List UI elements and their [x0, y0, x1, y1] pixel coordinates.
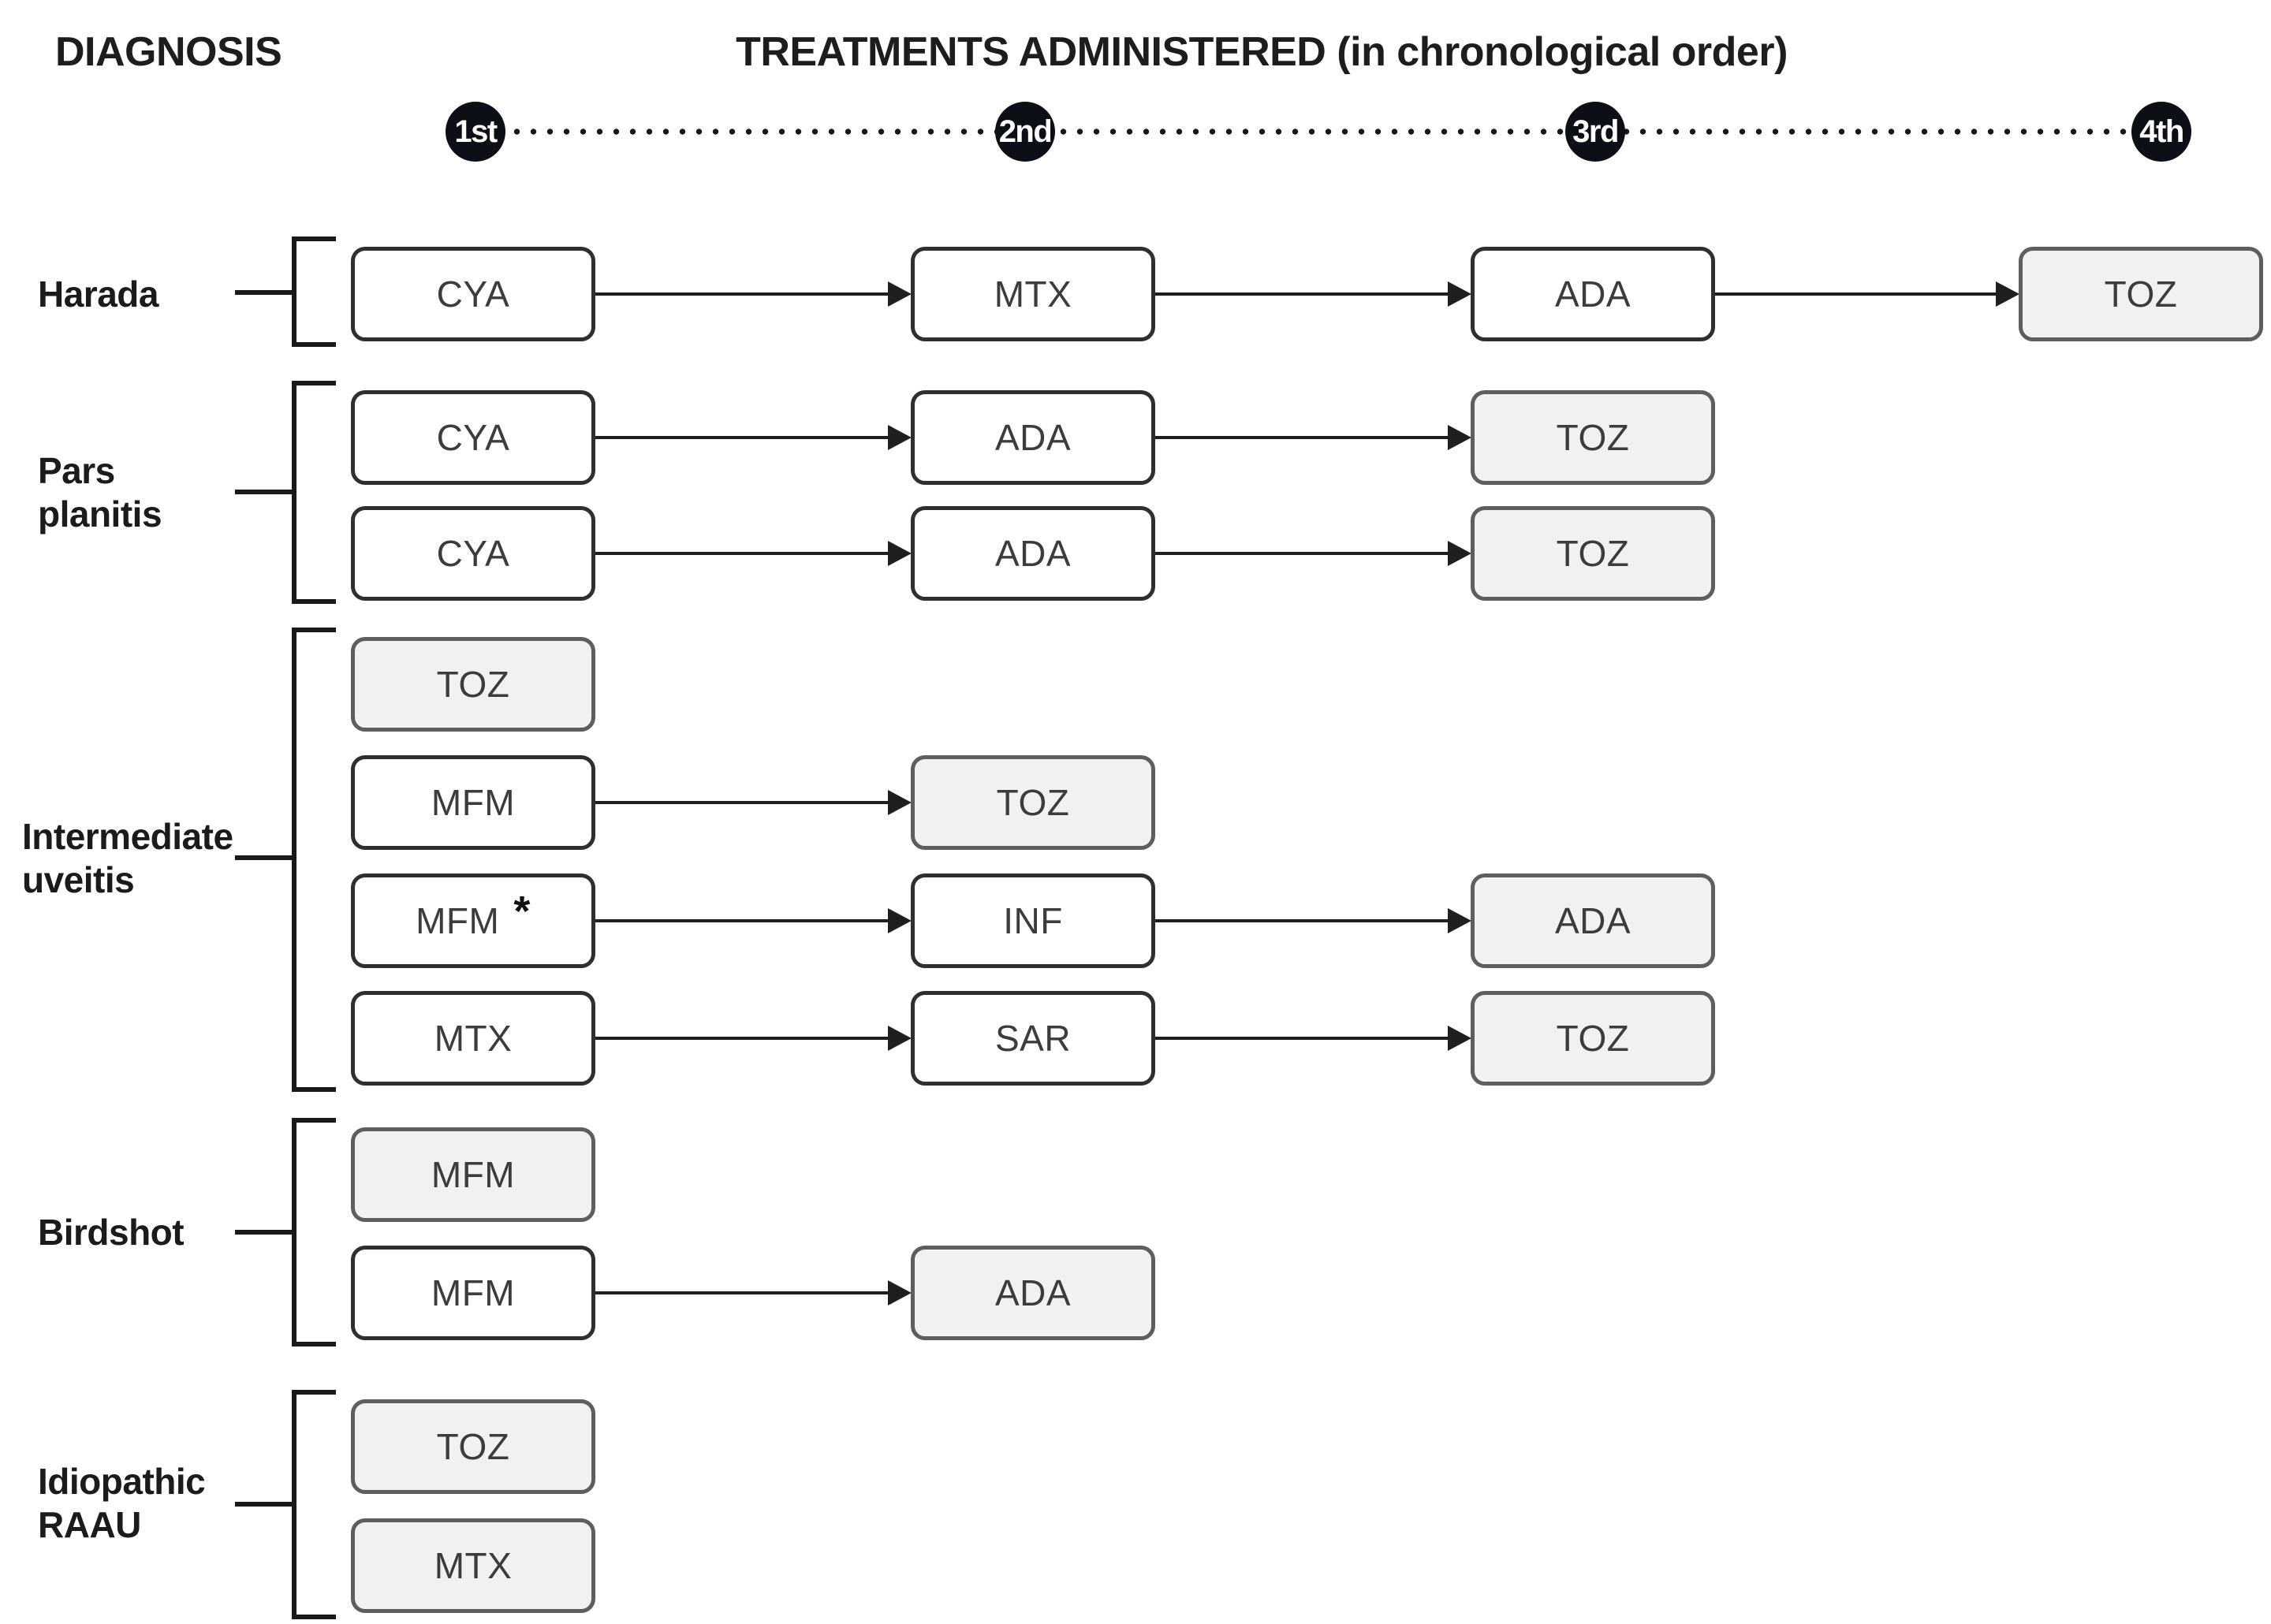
label-connector-idiopathic-raau	[235, 1502, 292, 1507]
arrow-intermediate-r4-1	[595, 1026, 912, 1051]
box-intermediate-r3-ada: ADA	[1471, 873, 1715, 968]
timeline-step-2: 2nd	[995, 102, 1055, 162]
box-birdshot-r1-mfm: MFM	[351, 1127, 595, 1222]
box-intermediate-r3-inf: INF	[911, 873, 1155, 968]
arrow-pars-r2-2	[1155, 541, 1471, 566]
arrow-pars-r2-1	[595, 541, 912, 566]
group-label-pars-planitis: Pars planitis	[38, 450, 162, 535]
arrow-harada-r1-1	[595, 281, 912, 307]
box-harada-r1-cya: CYA	[351, 247, 595, 341]
arrow-birdshot-r2-1	[595, 1280, 912, 1306]
box-pars-r1-ada: ADA	[911, 390, 1155, 485]
group-bracket-idiopathic-raau	[292, 1390, 336, 1619]
label-connector-pars-planitis	[235, 490, 292, 494]
group-label-birdshot: Birdshot	[38, 1212, 185, 1253]
box-intermediate-r2-toz: TOZ	[911, 755, 1155, 850]
arrow-intermediate-r3-1	[595, 908, 912, 933]
box-intermediate-r4-toz: TOZ	[1471, 991, 1715, 1086]
arrow-harada-r1-2	[1155, 281, 1471, 307]
box-raau-r1-toz: TOZ	[351, 1399, 595, 1494]
group-bracket-intermediate-uveitis	[292, 628, 336, 1092]
group-label-intermediate-uveitis: Intermediate uveitis	[22, 816, 233, 900]
box-birdshot-r2-ada: ADA	[911, 1246, 1155, 1340]
box-intermediate-r4-mtx: MTX	[351, 991, 595, 1086]
treatments-header: TREATMENTS ADMINISTERED (in chronologica…	[736, 29, 1788, 75]
box-intermediate-r2-mfm: MFM	[351, 755, 595, 850]
label-connector-harada	[235, 290, 292, 295]
arrow-pars-r1-1	[595, 425, 912, 450]
box-intermediate-r1-toz: TOZ	[351, 637, 595, 732]
box-pars-r1-toz: TOZ	[1471, 390, 1715, 485]
box-pars-r2-ada: ADA	[911, 506, 1155, 601]
box-harada-r1-toz: TOZ	[2019, 247, 2263, 341]
diagnosis-header: DIAGNOSIS	[55, 29, 282, 75]
timeline-dotted-line	[475, 128, 2163, 136]
box-pars-r1-cya: CYA	[351, 390, 595, 485]
box-harada-r1-ada: ADA	[1471, 247, 1715, 341]
arrow-intermediate-r3-2	[1155, 908, 1471, 933]
label-connector-intermediate-uveitis	[235, 855, 292, 860]
group-bracket-pars-planitis	[292, 381, 336, 604]
timeline-step-3: 3rd	[1565, 102, 1625, 162]
arrow-intermediate-r2-1	[595, 790, 912, 815]
group-bracket-birdshot	[292, 1118, 336, 1347]
box-raau-r2-mtx: MTX	[351, 1518, 595, 1613]
box-pars-r2-toz: TOZ	[1471, 506, 1715, 601]
asterisk-marker: *	[513, 888, 531, 935]
label-connector-birdshot	[235, 1230, 292, 1235]
timeline-step-1: 1st	[446, 102, 505, 162]
group-label-idiopathic-raau: Idiopathic RAAU	[38, 1461, 206, 1545]
arrow-harada-r1-3	[1715, 281, 2019, 307]
box-intermediate-r3-mfm-asterisk: MFM*	[351, 873, 595, 968]
group-label-harada: Harada	[38, 274, 158, 315]
box-harada-r1-mtx: MTX	[911, 247, 1155, 341]
box-intermediate-r4-sar: SAR	[911, 991, 1155, 1086]
group-bracket-harada	[292, 237, 336, 347]
timeline-step-4: 4th	[2131, 102, 2191, 162]
box-birdshot-r2-mfm: MFM	[351, 1246, 595, 1340]
arrow-intermediate-r4-2	[1155, 1026, 1471, 1051]
arrow-pars-r1-2	[1155, 425, 1471, 450]
box-pars-r2-cya: CYA	[351, 506, 595, 601]
